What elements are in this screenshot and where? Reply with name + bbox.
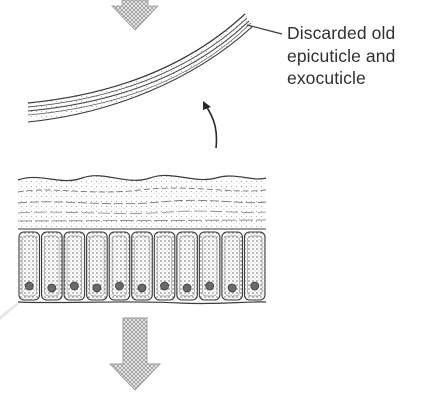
callout-label-line-3: exocuticle <box>287 67 425 90</box>
cell-nucleus <box>251 282 259 290</box>
callout-label: Discarded old epicuticle and exocuticle <box>287 22 425 90</box>
cuticle-layer-line <box>28 21 249 111</box>
cell-nucleus <box>161 282 169 290</box>
epidermal-cell <box>222 232 243 300</box>
cell-nucleus <box>228 284 236 292</box>
cell-nucleus <box>93 284 101 292</box>
epidermal-cell <box>244 232 265 300</box>
cell-nucleus <box>206 282 214 290</box>
epidermal-cell <box>132 232 153 300</box>
cell-nucleus <box>70 282 78 290</box>
curved-arrow <box>203 101 217 148</box>
epidermal-cell <box>109 232 130 300</box>
cell-nucleus <box>115 282 123 290</box>
basement-membrane <box>18 302 266 304</box>
epidermal-cell-row <box>19 232 265 300</box>
cell-nucleus <box>183 284 191 292</box>
epidermal-cell <box>64 232 85 300</box>
epidermal-cell <box>177 232 198 300</box>
scan-artifact <box>0 302 18 320</box>
epidermal-cell <box>154 232 175 300</box>
callout-label-line-1: Discarded old <box>287 22 425 45</box>
top-down-arrow <box>112 0 158 30</box>
new-cuticle-layers <box>18 175 266 230</box>
epidermal-cell <box>199 232 220 300</box>
epidermal-cell <box>19 232 40 300</box>
epidermal-cell <box>42 232 63 300</box>
cell-nucleus <box>25 282 33 290</box>
bottom-down-arrow <box>110 318 160 390</box>
cell-nucleus <box>48 284 56 292</box>
epidermal-cell <box>87 232 108 300</box>
callout-leader-line <box>247 25 282 34</box>
callout-label-line-2: epicuticle and <box>287 45 425 68</box>
discarded-cuticle <box>28 14 253 122</box>
cell-nucleus <box>138 284 146 292</box>
